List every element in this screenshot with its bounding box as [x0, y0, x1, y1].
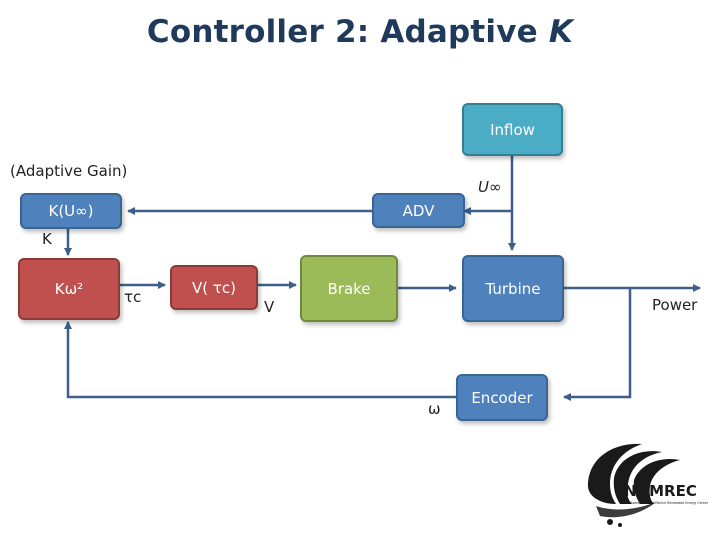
wire-power-encoder — [563, 288, 632, 401]
adv-block: ADV — [372, 193, 465, 228]
adaptive-gain-label: (Adaptive Gain) — [10, 162, 128, 180]
k-label: K — [42, 230, 52, 248]
inflow-block: Inflow — [462, 103, 563, 156]
encoder-block: Encoder — [456, 374, 548, 421]
wire-encoder-feedback — [64, 321, 456, 399]
page-title: Controller 2: Adaptive K — [146, 14, 574, 50]
logo-subtitle: Northwest National Marine Renewable Ener… — [624, 501, 708, 505]
u-inf-label: U∞ — [478, 178, 502, 196]
brake-block: Brake — [300, 255, 398, 322]
omega-label: ω — [428, 400, 441, 418]
k-omega-squared-block: Kω² — [18, 258, 120, 320]
power-label: Power — [652, 296, 698, 314]
wave-swoosh-icon — [588, 443, 680, 527]
v-tau-block: V( τc) — [170, 265, 258, 310]
tau-c-label: τc — [124, 288, 142, 306]
nnmrec-logo: NNMREC Northwest National Marine Renewab… — [588, 443, 708, 527]
k-of-u-block: K(U∞) — [20, 193, 122, 229]
turbine-block: Turbine — [462, 255, 564, 322]
logo-name: NNMREC — [624, 482, 697, 500]
v-label: V — [264, 298, 275, 316]
